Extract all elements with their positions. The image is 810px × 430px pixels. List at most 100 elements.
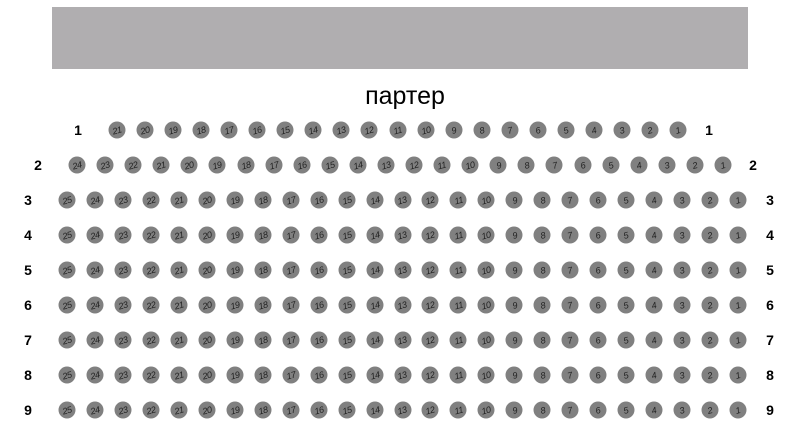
seat[interactable]: 17 <box>220 121 238 139</box>
seat[interactable]: 12 <box>421 331 439 349</box>
seat[interactable]: 2 <box>701 226 719 244</box>
seat[interactable]: 18 <box>254 261 272 279</box>
seat[interactable]: 21 <box>170 226 188 244</box>
seat[interactable]: 23 <box>114 191 132 209</box>
seat[interactable]: 14 <box>366 191 384 209</box>
seat[interactable]: 12 <box>421 296 439 314</box>
seat[interactable]: 7 <box>561 261 579 279</box>
seat[interactable]: 12 <box>421 401 439 419</box>
seat[interactable]: 16 <box>310 261 328 279</box>
seat[interactable]: 13 <box>394 366 411 384</box>
seat[interactable]: 11 <box>389 121 406 139</box>
seat[interactable]: 14 <box>304 121 322 139</box>
seat[interactable]: 18 <box>254 191 272 209</box>
seat[interactable]: 18 <box>192 121 210 139</box>
seat[interactable]: 19 <box>226 331 244 349</box>
seat[interactable]: 24 <box>86 366 104 384</box>
seat[interactable]: 20 <box>198 226 216 244</box>
seat[interactable]: 13 <box>377 156 395 174</box>
seat[interactable]: 9 <box>505 226 523 244</box>
seat[interactable]: 10 <box>417 121 435 139</box>
seat[interactable]: 23 <box>114 296 132 314</box>
seat[interactable]: 23 <box>114 366 132 384</box>
seat[interactable]: 25 <box>58 226 76 244</box>
seat[interactable]: 23 <box>114 331 132 349</box>
seat[interactable]: 3 <box>673 191 691 209</box>
seat[interactable]: 1 <box>729 401 747 419</box>
seat[interactable]: 3 <box>673 226 691 244</box>
seat[interactable]: 6 <box>589 226 607 244</box>
seat[interactable]: 1 <box>729 261 747 279</box>
seat[interactable]: 5 <box>617 331 635 349</box>
seat[interactable]: 7 <box>561 191 579 209</box>
seat[interactable]: 22 <box>142 401 160 419</box>
seat[interactable]: 4 <box>645 366 663 384</box>
seat[interactable]: 15 <box>338 191 356 209</box>
seat[interactable]: 15 <box>338 366 356 384</box>
seat[interactable]: 25 <box>58 261 76 279</box>
seat[interactable]: 12 <box>421 191 439 209</box>
seat[interactable]: 17 <box>282 331 300 349</box>
seat[interactable]: 6 <box>589 261 607 279</box>
seat[interactable]: 12 <box>421 261 439 279</box>
seat[interactable]: 5 <box>617 296 635 314</box>
seat[interactable]: 18 <box>254 296 272 314</box>
seat[interactable]: 25 <box>58 191 76 209</box>
seat[interactable]: 18 <box>237 156 255 174</box>
seat[interactable]: 7 <box>561 296 579 314</box>
seat[interactable]: 19 <box>226 296 244 314</box>
seat[interactable]: 21 <box>170 261 188 279</box>
seat[interactable]: 2 <box>686 156 704 174</box>
seat[interactable]: 24 <box>68 156 86 174</box>
seat[interactable]: 3 <box>613 121 631 139</box>
seat[interactable]: 19 <box>208 156 226 174</box>
seat[interactable]: 21 <box>170 296 188 314</box>
seat[interactable]: 19 <box>226 366 244 384</box>
seat[interactable]: 24 <box>86 331 104 349</box>
seat[interactable]: 12 <box>421 226 439 244</box>
seat[interactable]: 12 <box>405 156 423 174</box>
seat[interactable]: 20 <box>198 261 216 279</box>
seat[interactable]: 6 <box>589 296 607 314</box>
seat[interactable]: 6 <box>589 401 607 419</box>
seat[interactable]: 6 <box>574 156 592 174</box>
seat[interactable]: 23 <box>96 156 114 174</box>
seat[interactable]: 10 <box>477 401 495 419</box>
seat[interactable]: 24 <box>86 191 104 209</box>
seat[interactable]: 11 <box>449 191 467 209</box>
seat[interactable]: 7 <box>501 121 519 139</box>
seat[interactable]: 9 <box>505 401 523 419</box>
seat[interactable]: 19 <box>226 191 244 209</box>
seat[interactable]: 2 <box>701 296 719 314</box>
seat[interactable]: 22 <box>142 296 160 314</box>
seat[interactable]: 18 <box>254 226 272 244</box>
seat[interactable]: 11 <box>449 261 467 279</box>
seat[interactable]: 13 <box>394 296 411 314</box>
seat[interactable]: 1 <box>729 366 747 384</box>
seat[interactable]: 17 <box>282 261 300 279</box>
seat[interactable]: 17 <box>282 191 300 209</box>
seat[interactable]: 9 <box>505 331 523 349</box>
seat[interactable]: 1 <box>729 226 747 244</box>
seat[interactable]: 7 <box>561 401 579 419</box>
seat[interactable]: 16 <box>310 296 328 314</box>
seat[interactable]: 5 <box>617 191 635 209</box>
seat[interactable]: 1 <box>714 156 732 174</box>
seat[interactable]: 23 <box>114 401 132 419</box>
seat[interactable]: 2 <box>641 121 659 139</box>
seat[interactable]: 24 <box>86 296 104 314</box>
seat[interactable]: 13 <box>394 226 411 244</box>
seat[interactable]: 18 <box>254 366 272 384</box>
seat[interactable]: 5 <box>557 121 575 139</box>
seat[interactable]: 15 <box>338 401 356 419</box>
seat[interactable]: 15 <box>338 261 356 279</box>
seat[interactable]: 21 <box>170 366 188 384</box>
seat[interactable]: 19 <box>226 401 244 419</box>
seat[interactable]: 7 <box>561 331 579 349</box>
seat[interactable]: 23 <box>114 226 132 244</box>
seat[interactable]: 8 <box>533 226 551 244</box>
seat[interactable]: 2 <box>701 366 719 384</box>
seat[interactable]: 4 <box>645 401 663 419</box>
seat[interactable]: 4 <box>645 261 663 279</box>
seat[interactable]: 21 <box>152 156 170 174</box>
